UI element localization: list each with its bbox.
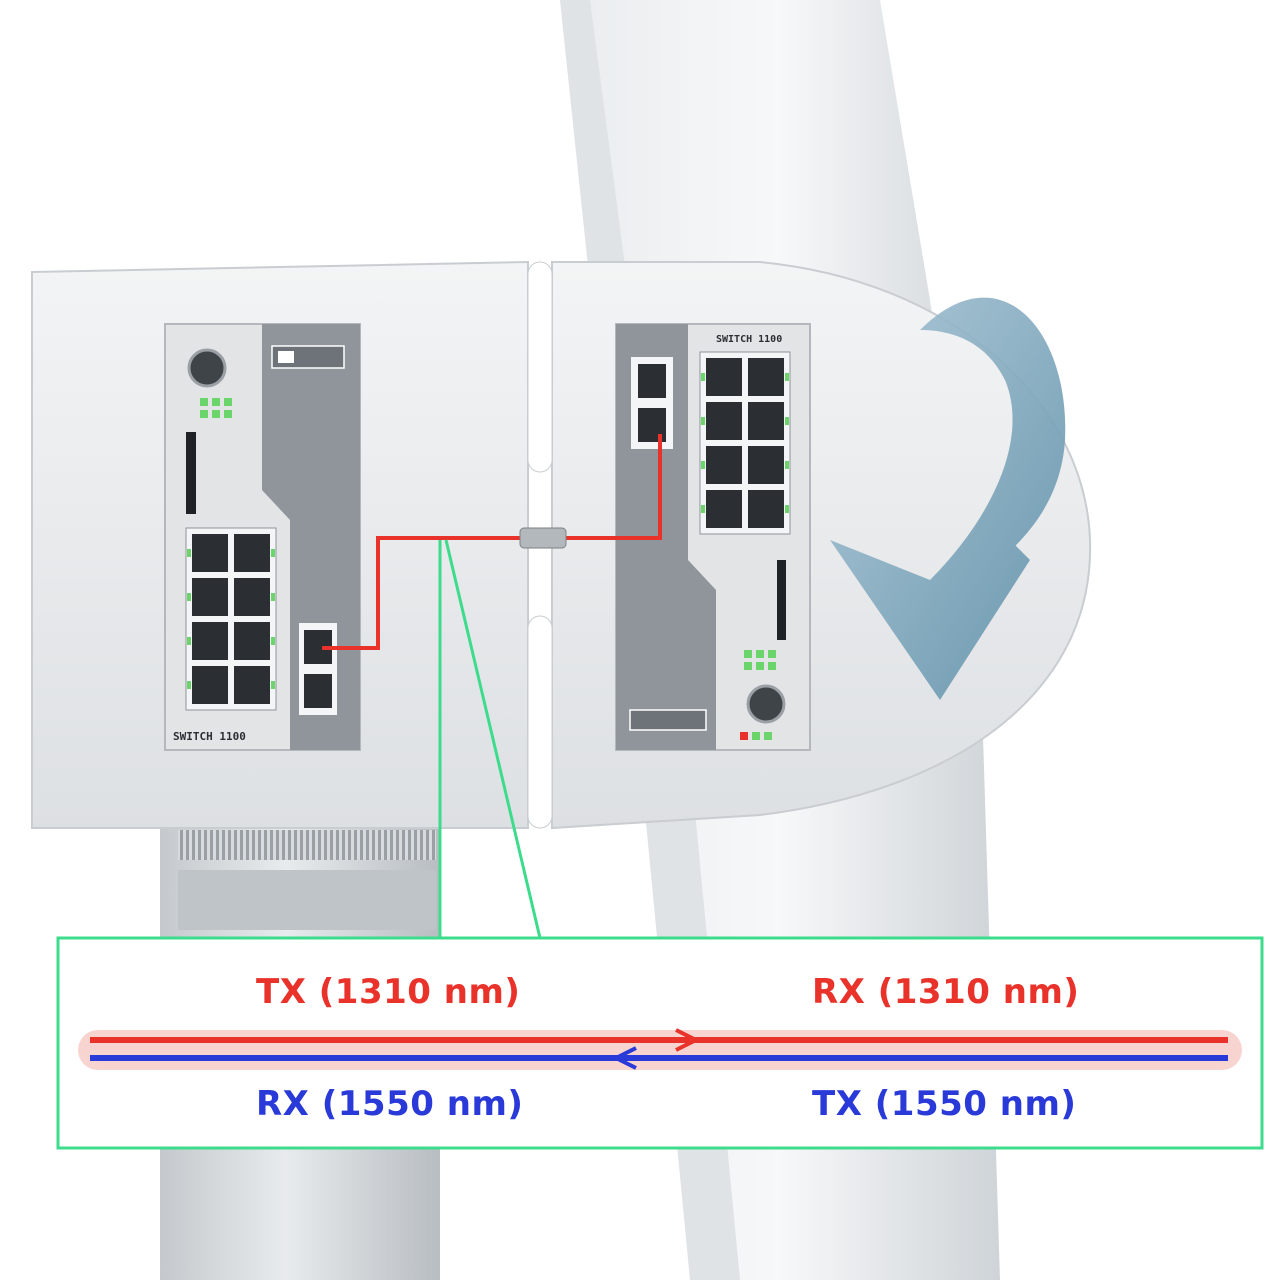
port-led: [187, 593, 191, 601]
rj45-port-icon: [234, 578, 270, 616]
arrow-right-icon: [675, 1028, 701, 1052]
sd-card-slot: [186, 432, 196, 514]
port-led: [785, 373, 789, 381]
sd-card-slot: [777, 560, 786, 640]
status-leds: [740, 650, 776, 740]
rj45-port-icon: [748, 490, 784, 528]
rj45-port-icon: [234, 622, 270, 660]
rj45-port-icon: [706, 490, 742, 528]
port-led: [187, 637, 191, 645]
upstream-rx-label: RX (1310 nm): [812, 972, 1080, 1012]
bidi-fiber-detail: [78, 1028, 1242, 1070]
fiber-coupler-icon: [519, 527, 567, 549]
downstream-rx-label: RX (1550 nm): [256, 1084, 524, 1124]
port-led: [271, 681, 275, 689]
rj45-port-icon: [192, 534, 228, 572]
rj45-port-icon: [192, 666, 228, 704]
fiber-cable: [322, 434, 662, 650]
port-led: [701, 505, 705, 513]
upstream-tx-label: TX (1310 nm): [256, 972, 521, 1012]
port-led: [785, 461, 789, 469]
status-leds: [200, 398, 232, 418]
port-led: [187, 549, 191, 557]
port-led: [271, 549, 275, 557]
rj45-port-icon: [234, 534, 270, 572]
rj45-port-icon: [706, 446, 742, 484]
port-led: [785, 505, 789, 513]
port-led: [701, 461, 705, 469]
rj45-port-icon: [748, 358, 784, 396]
vent-grille: [178, 830, 436, 860]
fiber-glow: [78, 1030, 1242, 1070]
rotary-switch-icon: [187, 348, 227, 388]
rotary-switch-icon: [746, 684, 786, 724]
left-ethernet-switch: SWITCH 1100: [164, 323, 361, 751]
rj45-port-block: [699, 351, 791, 535]
port-led: [187, 681, 191, 689]
rj45-port-icon: [706, 402, 742, 440]
rj45-port-icon: [234, 666, 270, 704]
brand-logo: [629, 709, 707, 731]
rj45-port-icon: [748, 446, 784, 484]
rj45-port-icon: [192, 622, 228, 660]
port-led: [701, 373, 705, 381]
right-device-label: SWITCH 1100: [716, 334, 782, 345]
rj45-port-icon: [748, 402, 784, 440]
rj45-port-block: [185, 527, 277, 711]
left-device-label: SWITCH 1100: [173, 730, 246, 743]
port-led: [701, 417, 705, 425]
curved-rotation-arrow-icon: [830, 297, 1066, 700]
port-led: [271, 593, 275, 601]
rj45-port-icon: [706, 358, 742, 396]
port-led: [785, 417, 789, 425]
rj45-port-icon: [192, 578, 228, 616]
port-led: [271, 637, 275, 645]
downstream-tx-label: TX (1550 nm): [812, 1084, 1077, 1124]
arrow-left-icon: [611, 1046, 637, 1070]
